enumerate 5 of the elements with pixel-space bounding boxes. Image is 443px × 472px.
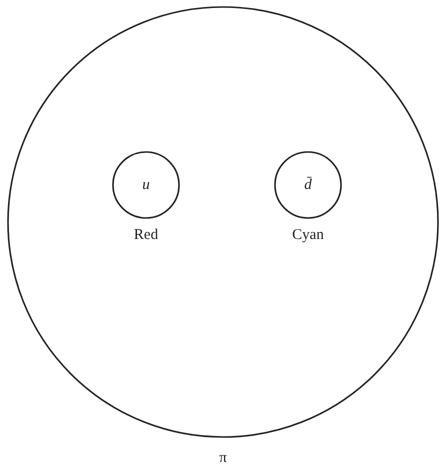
particle-symbol: π xyxy=(218,449,228,467)
color-label: Red xyxy=(132,226,160,244)
quark-symbol: u xyxy=(141,176,151,194)
quark-symbol: d̄ xyxy=(303,176,313,194)
color-label: Cyan xyxy=(291,226,325,244)
